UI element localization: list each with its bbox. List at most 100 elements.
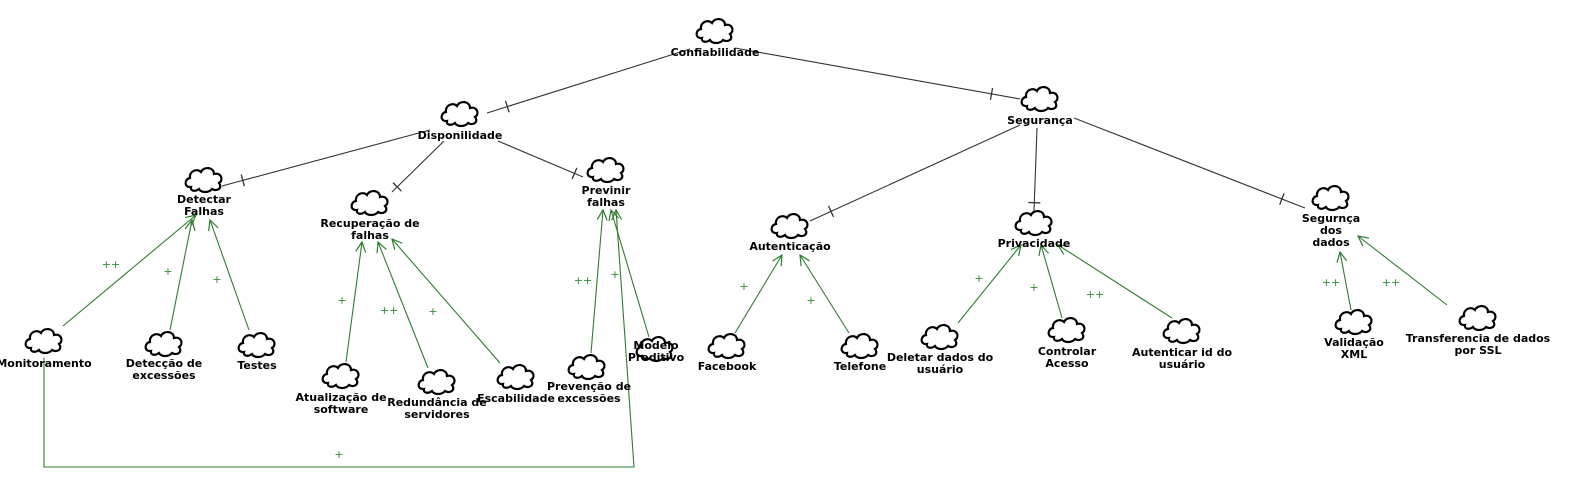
softgoal-cloud-icon — [321, 363, 360, 390]
softgoal-cloud-icon — [1014, 210, 1053, 237]
goal-label: Telefone — [834, 360, 886, 373]
goal-label: falhas — [351, 229, 389, 242]
decomposition-link-recuperacao — [391, 140, 445, 193]
goal-label: falhas — [587, 196, 625, 209]
contribution-link-deletar-to-privacidade: + — [957, 245, 1021, 324]
contribution-arrow — [392, 239, 501, 364]
softgoal-cloud-icon — [586, 157, 625, 184]
softgoal-cloud-icon — [695, 18, 734, 45]
contribution-arrow — [1340, 252, 1352, 311]
goal-label: Autenticação — [749, 240, 831, 253]
contribution-link-telefone-to-autenticacao: + — [800, 255, 850, 334]
goal-label: usuário — [917, 363, 964, 376]
goal-label: Acesso — [1045, 357, 1089, 370]
softgoal-cloud-icon — [1162, 318, 1201, 345]
goal-node-disponibilidade[interactable]: Disponilidade — [418, 101, 503, 142]
contribution-link-monitoramento-to-prevenir: + — [43, 210, 635, 468]
contribution-arrow — [957, 245, 1021, 324]
softgoal-cloud-icon — [1311, 185, 1350, 212]
softgoal-cloud-icon — [770, 213, 809, 240]
contribution-label: ++ — [1382, 276, 1400, 289]
contribution-arrow — [800, 255, 850, 334]
goal-node-privacidade[interactable]: Privacidade — [998, 210, 1071, 250]
goal-label: Falhas — [184, 205, 224, 218]
goal-label: usuário — [1159, 358, 1206, 371]
goal-label: Segurnça — [1302, 212, 1360, 225]
decomposition-line — [486, 48, 691, 114]
decomposition-link-disponibilidade — [486, 48, 691, 114]
goal-label: Detectar — [177, 193, 232, 206]
contribution-link-monitoramento-to-detectar: ++ — [62, 215, 196, 327]
contribution-arrow — [1358, 236, 1448, 306]
contribution-link-atualizacao-to-recuperacao: + — [337, 242, 362, 363]
contribution-label: + — [334, 448, 343, 461]
goal-node-escabilidade[interactable]: Escabilidade — [477, 364, 555, 405]
goal-label: Detecção de — [126, 357, 203, 370]
contribution-arrow — [1041, 245, 1063, 319]
goal-label: Privacidade — [998, 237, 1071, 250]
goal-node-monitoramento[interactable]: Monitoramento — [0, 328, 92, 370]
goal-node-telefone[interactable]: Telefone — [834, 333, 886, 373]
contribution-link-redundancia-to-recuperacao: ++ — [378, 242, 429, 369]
contribution-arrow — [590, 210, 603, 354]
contribution-label: + — [1029, 281, 1038, 294]
decomposition-line — [221, 129, 431, 187]
softgoal-cloud-icon — [237, 332, 276, 359]
contribution-arrow — [169, 220, 192, 331]
softgoal-cloud-icon — [417, 369, 456, 396]
softgoal-cloud-icon — [920, 324, 959, 351]
goal-node-autenticacao[interactable]: Autenticação — [749, 213, 831, 253]
decomposition-line — [734, 47, 1021, 100]
contribution-arrow — [345, 242, 362, 363]
contribution-link-modelo-to-prevenir: + — [610, 210, 650, 338]
decomposition-link-privacidade — [1028, 127, 1041, 212]
goal-label: Monitoramento — [0, 357, 92, 370]
softgoal-cloud-icon — [350, 190, 389, 217]
contribution-arrow — [378, 242, 429, 369]
softgoal-cloud-icon — [840, 333, 879, 360]
softgoal-cloud-icon — [144, 331, 183, 358]
contribution-label: + — [610, 268, 619, 281]
goal-label: software — [314, 403, 369, 416]
decomposition-tick — [989, 87, 994, 100]
contribution-arrow — [210, 220, 250, 331]
decomposition-tick — [240, 174, 245, 187]
goal-node-confiabilidade[interactable]: Confiabilidade — [671, 18, 760, 59]
goal-node-seguranca[interactable]: Segurança — [1007, 86, 1073, 127]
softgoal-cloud-icon — [24, 328, 63, 355]
goal-label: Atualização de — [295, 391, 386, 404]
goal-label: Modelo — [633, 339, 679, 352]
softgoal-cloud-icon — [567, 354, 606, 381]
decomposition-line — [1073, 117, 1306, 209]
goal-label: servidores — [404, 408, 470, 421]
contribution-label: ++ — [1086, 288, 1104, 301]
contribution-label: + — [739, 280, 748, 293]
goal-label: Redundância de — [387, 396, 486, 409]
contribution-link-transferencia-to-seg_dados: ++ — [1358, 236, 1448, 306]
goal-label: dos — [1320, 224, 1342, 237]
goal-label: Facebook — [698, 360, 757, 373]
contribution-label: ++ — [574, 274, 592, 287]
goal-node-testes[interactable]: Testes — [237, 332, 277, 372]
softgoal-cloud-icon — [707, 333, 746, 360]
goal-label: Controlar — [1038, 345, 1097, 358]
goal-label: por SSL — [1454, 344, 1501, 357]
goal-node-facebook[interactable]: Facebook — [698, 333, 757, 373]
contribution-arrow — [43, 210, 635, 468]
